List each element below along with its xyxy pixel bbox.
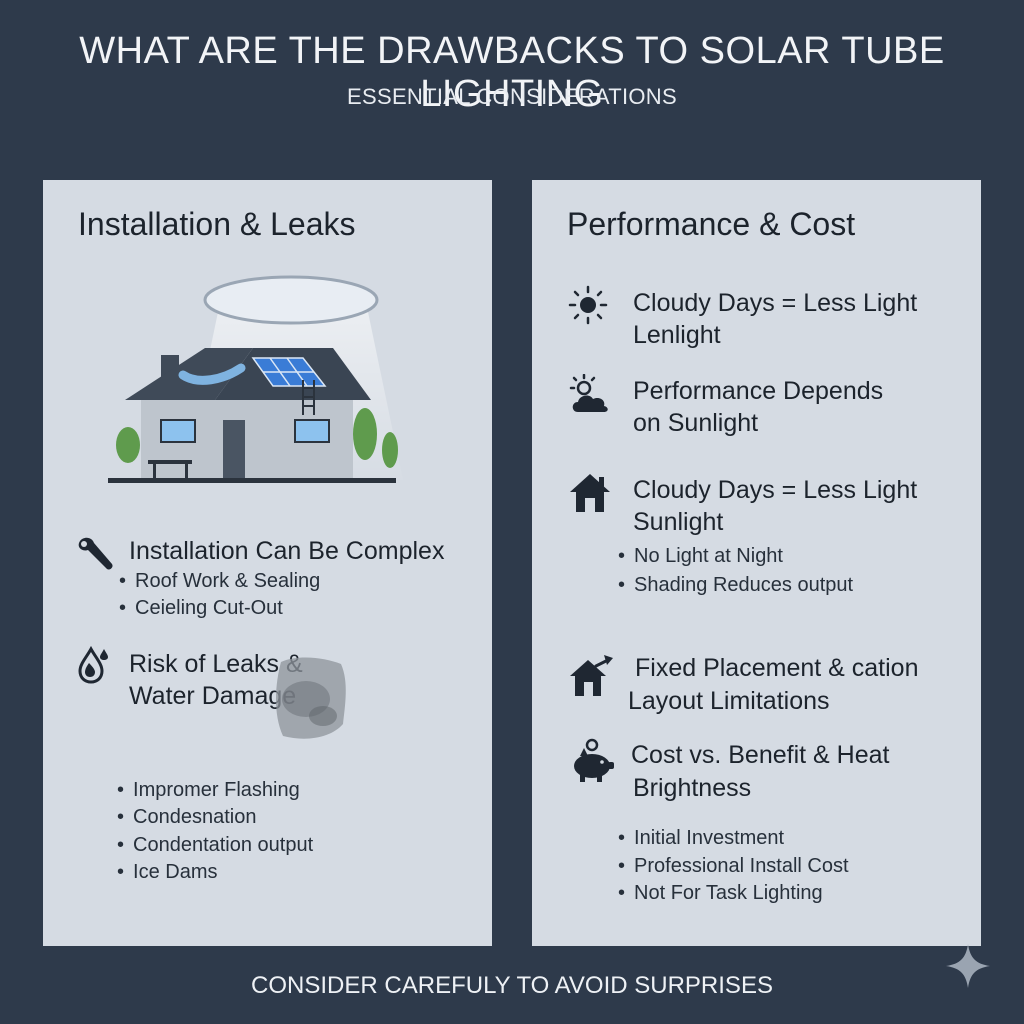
list-item: Shading Reduces output: [618, 571, 853, 599]
footer-note: CONSIDER CAREFULY TO AVOID SURPRISES: [251, 972, 773, 999]
list-item: Condesnation: [117, 803, 256, 831]
layout-limitations-subheading: Layout Limitations: [628, 687, 830, 715]
water-damage-stain-icon: [276, 657, 346, 739]
sun-icon: [568, 285, 608, 325]
cloudy-days-heading: Cloudy Days = Less Light: [633, 289, 918, 317]
cloudy-days-heading-2: Cloudy Days = Less Light: [633, 476, 918, 504]
panel-title-performance: Performance & Cost: [567, 206, 856, 242]
house-icon: [570, 474, 610, 512]
sunlight-subheading: Sunlight: [633, 508, 724, 536]
performance-cost-panel: Performance & Cost Cloudy Days = Less Li…: [532, 180, 981, 946]
list-item: Ice Dams: [117, 858, 217, 886]
cloudy-days-subheading: Lenlight: [633, 321, 721, 349]
leaks-heading-line2: Water Damage: [129, 682, 297, 710]
partly-cloudy-icon: [569, 374, 608, 412]
list-item: Condentation output: [117, 831, 313, 859]
installation-leaks-panel: Installation & Leaks: [43, 180, 492, 946]
list-item: Ceieling Cut-Out: [119, 594, 283, 622]
water-drop-icon: [78, 646, 108, 684]
performance-depends-heading: Performance Depends: [633, 377, 884, 405]
list-item: Impromer Flashing: [117, 776, 300, 804]
list-item: Initial Investment: [618, 824, 784, 852]
brightness-subheading: Brightness: [633, 774, 752, 802]
house-with-solar-tube-icon: [108, 275, 403, 483]
list-item: Professional Install Cost: [618, 852, 849, 880]
list-item: Roof Work & Sealing: [119, 567, 320, 595]
page-title: WHAT ARE THE DRAWBACKS TO SOLAR TUBE LIG…: [79, 30, 945, 115]
piggy-bank-icon: [574, 738, 614, 782]
fixed-placement-heading: Fixed Placement & cation: [635, 654, 919, 682]
list-item: No Light at Night: [618, 542, 783, 570]
performance-depends-subheading: on Sunlight: [633, 409, 759, 437]
wrench-icon: [78, 537, 113, 570]
sparkle-icon: [946, 944, 990, 988]
panel-title-installation: Installation & Leaks: [78, 206, 356, 242]
installation-complex-heading: Installation Can Be Complex: [129, 537, 445, 565]
page-subtitle: ESSENTIAL CONSIDERATIONS: [347, 84, 677, 109]
list-item: Not For Task Lighting: [618, 879, 823, 907]
house-arrow-icon: [570, 655, 613, 696]
leaks-heading-line1: Risk of Leaks &: [129, 650, 303, 678]
cost-benefit-heading: Cost vs. Benefit & Heat: [631, 741, 890, 769]
